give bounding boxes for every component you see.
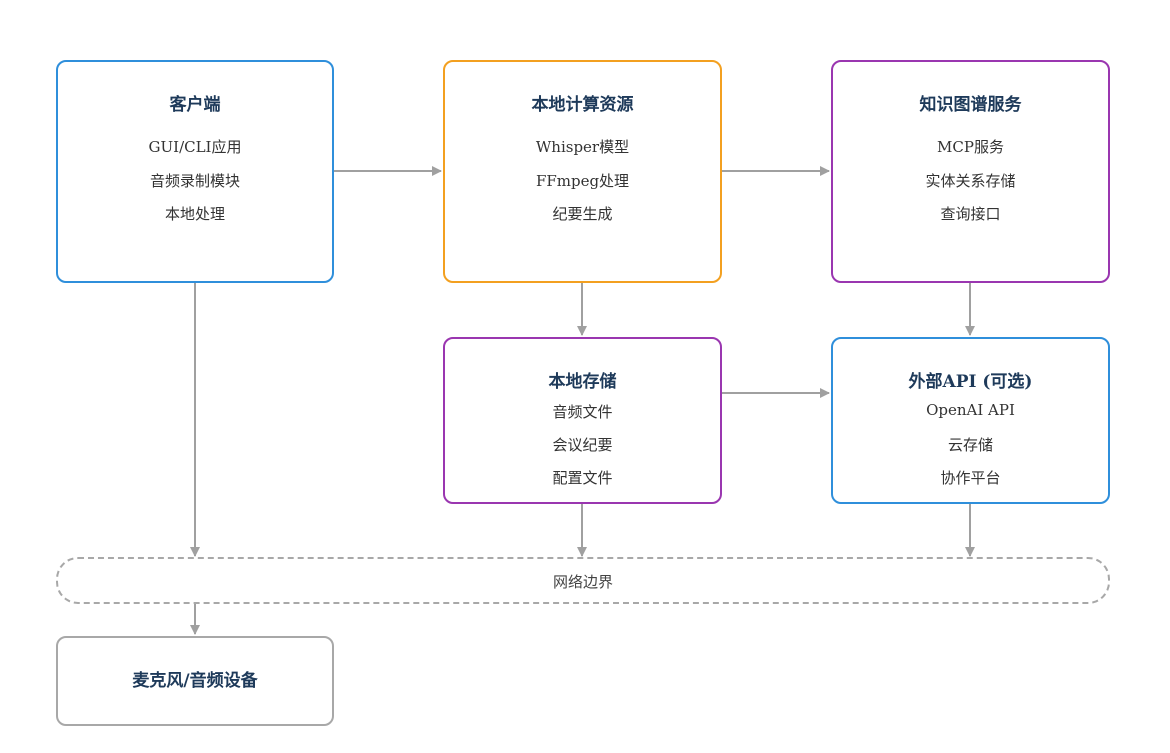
- network-boundary-label: 网络边界: [552, 573, 613, 591]
- node-title: 客户端: [169, 95, 221, 115]
- node-item: 音频录制模块: [149, 172, 240, 190]
- node-item: 纪要生成: [552, 205, 613, 223]
- node-item: 云存储: [947, 436, 993, 454]
- node-item: 会议纪要: [552, 436, 613, 454]
- node-item: FFmpeg处理: [535, 172, 630, 190]
- network-boundary: 网络边界: [56, 557, 1110, 604]
- node-title: 外部API (可选): [908, 372, 1033, 392]
- node-title: 本地计算资源: [531, 95, 634, 115]
- node-client: 客户端 GUI/CLI应用 音频录制模块 本地处理: [56, 60, 334, 283]
- node-knowledge-graph: 知识图谱服务 MCP服务 实体关系存储 查询接口: [831, 60, 1110, 283]
- node-title: 知识图谱服务: [919, 95, 1022, 115]
- node-local-compute: 本地计算资源 Whisper模型 FFmpeg处理 纪要生成: [443, 60, 722, 283]
- node-item: 配置文件: [552, 469, 613, 487]
- node-item: OpenAI API: [926, 401, 1015, 419]
- node-title: 本地存储: [548, 372, 617, 392]
- node-item: 协作平台: [940, 469, 1001, 487]
- node-external-api: 外部API (可选) OpenAI API 云存储 协作平台: [831, 337, 1110, 504]
- node-title: 麦克风/音频设备: [132, 671, 258, 691]
- node-item: GUI/CLI应用: [148, 138, 242, 156]
- node-microphone: 麦克风/音频设备: [56, 636, 334, 726]
- node-item: 本地处理: [164, 205, 225, 223]
- node-item: 实体关系存储: [925, 172, 1016, 190]
- node-item: MCP服务: [937, 138, 1004, 156]
- node-item: 查询接口: [940, 205, 1001, 223]
- node-item: 音频文件: [552, 403, 613, 421]
- node-item: Whisper模型: [535, 138, 630, 156]
- node-local-storage: 本地存储 音频文件 会议纪要 配置文件: [443, 337, 722, 504]
